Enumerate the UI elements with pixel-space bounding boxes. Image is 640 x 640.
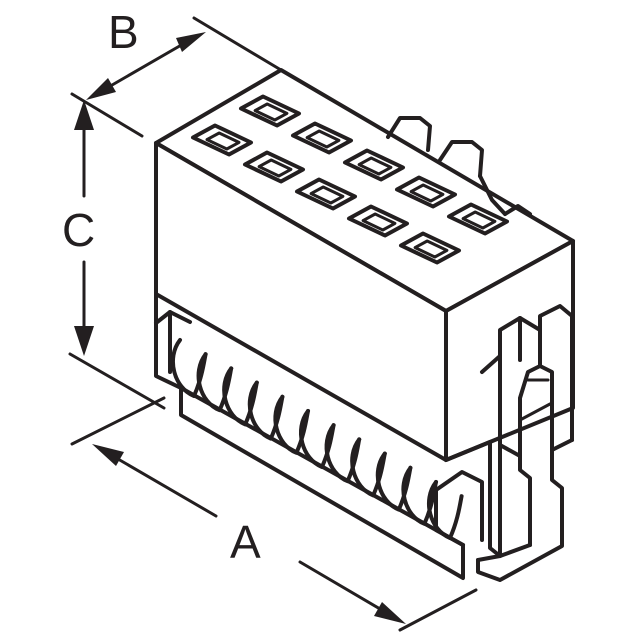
dimension-a: A bbox=[70, 396, 478, 632]
pin-cavity-opening bbox=[305, 129, 341, 149]
pin-cavity bbox=[447, 202, 509, 236]
pin-cavity-opening bbox=[257, 158, 293, 178]
pin-cavity bbox=[343, 148, 405, 182]
pin-cavity-opening bbox=[253, 102, 289, 122]
ribbon-conductor bbox=[375, 451, 413, 512]
arrowhead-a-right bbox=[374, 602, 406, 624]
dimension-c: C bbox=[62, 100, 166, 410]
pin-cavity bbox=[395, 175, 457, 209]
ribbon-cable bbox=[170, 338, 464, 540]
ribbon-conductor bbox=[401, 465, 438, 526]
pin-cavity-opening bbox=[309, 185, 345, 205]
pin-cavity-opening bbox=[413, 239, 449, 259]
pin-cavity-opening bbox=[357, 156, 393, 176]
pin-cavity-opening bbox=[361, 212, 397, 232]
side-latch bbox=[476, 304, 574, 582]
dimension-b: B bbox=[70, 6, 283, 138]
ribbon-conductor bbox=[170, 338, 208, 398]
arrowhead-c-bottom bbox=[74, 326, 94, 356]
pin-cavity-opening bbox=[461, 210, 497, 230]
rear-latch-tabs bbox=[386, 116, 532, 216]
arrowhead-a-left bbox=[92, 444, 124, 466]
pin-cavity bbox=[399, 231, 461, 265]
extension-line-a-right bbox=[398, 588, 478, 632]
extension-line-b-right bbox=[192, 16, 283, 72]
pin-cavity bbox=[243, 150, 305, 184]
ribbon-conductor bbox=[273, 394, 310, 455]
ribbon-conductor bbox=[196, 352, 234, 413]
dimension-line-a-right bbox=[298, 560, 394, 618]
pin-cavity bbox=[191, 123, 253, 157]
label-a: A bbox=[230, 516, 261, 568]
arrowhead-b-right bbox=[176, 32, 206, 52]
ribbon-conductor bbox=[426, 480, 464, 540]
ribbon-conductor bbox=[324, 423, 362, 484]
extension-line-a-left bbox=[70, 396, 166, 446]
pin-cavity bbox=[291, 121, 353, 155]
label-b: B bbox=[108, 6, 139, 58]
pin-cavities bbox=[191, 94, 509, 265]
label-c: C bbox=[62, 204, 95, 256]
arrowhead-b-left bbox=[86, 78, 116, 100]
pin-cavity bbox=[239, 94, 301, 128]
pin-cavity bbox=[295, 177, 357, 211]
pin-cavity-opening bbox=[205, 131, 241, 151]
ribbon-conductor bbox=[222, 366, 259, 427]
dimension-line-a-left bbox=[104, 450, 218, 518]
ribbon-conductor bbox=[247, 380, 285, 441]
pin-cavity bbox=[347, 204, 409, 238]
ribbon-conductor bbox=[298, 409, 336, 469]
arrowhead-c-top bbox=[74, 100, 94, 130]
connector-body bbox=[154, 68, 575, 462]
extension-line-b-left bbox=[70, 92, 144, 138]
pin-cavity-opening bbox=[409, 183, 445, 203]
dimension-line-b bbox=[98, 38, 192, 94]
ribbon-conductor bbox=[350, 437, 387, 498]
extension-line-c-bottom bbox=[68, 352, 166, 410]
